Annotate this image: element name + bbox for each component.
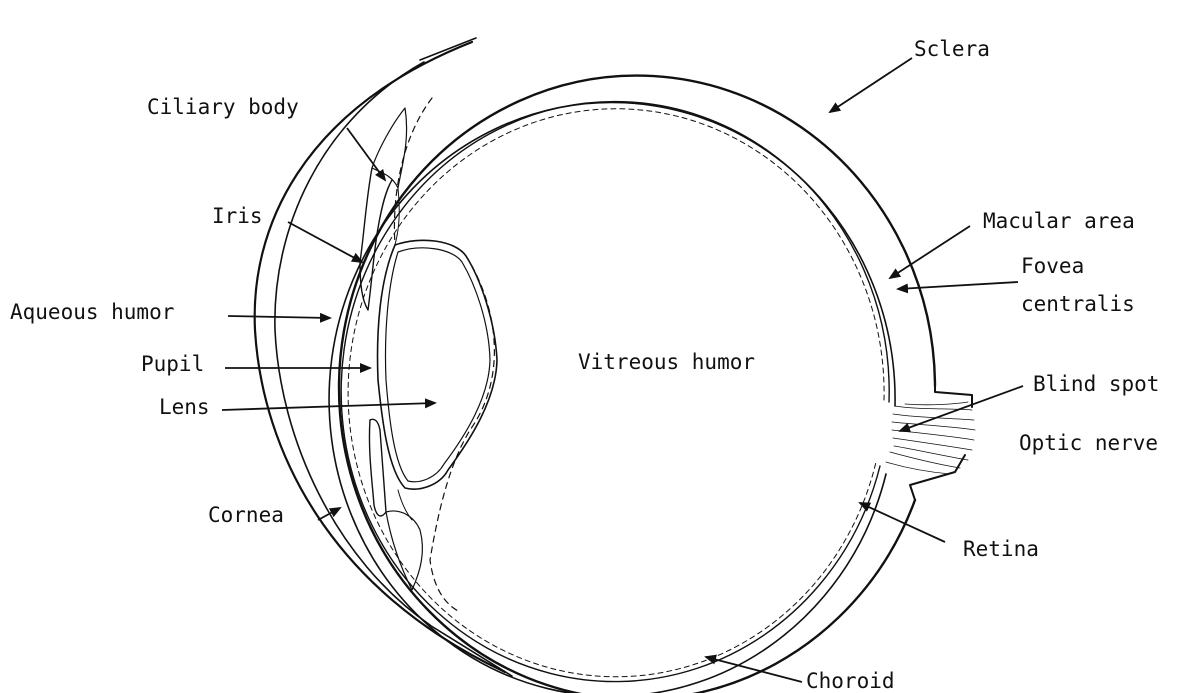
iris-lower (369, 419, 386, 516)
label-fovea: Fovea (1021, 254, 1084, 278)
label-retina: Retina (963, 537, 1039, 561)
label-aqueous-humor: Aqueous humor (10, 300, 174, 324)
retina-pointer (860, 503, 945, 542)
ciliary-body-upper (372, 108, 407, 188)
choroid-pointer (706, 657, 802, 682)
label-cornea: Cornea (208, 503, 284, 527)
lens-accommodation-dashed (394, 98, 494, 612)
label-pupil: Pupil (141, 352, 204, 376)
label-ciliary-body: Ciliary body (147, 95, 299, 119)
label-optic-nerve: Optic nerve (1019, 431, 1158, 455)
label-iris: Iris (212, 204, 263, 228)
label-centralis: centralis (1021, 292, 1135, 316)
lens-outline-inner (386, 248, 491, 482)
fovea-centralis-pointer (898, 282, 1018, 289)
label-macular-area: Macular area (983, 209, 1135, 233)
ciliary-body-pointer (347, 128, 385, 180)
optic-nerve-fibers (886, 402, 975, 474)
macular-area-pointer (890, 226, 970, 278)
label-blind-spot: Blind spot (1033, 372, 1159, 396)
choroid-outline (329, 102, 895, 693)
sclera-pointer (830, 58, 912, 112)
optic-nerve-bottom (910, 455, 965, 500)
label-lens: Lens (159, 395, 210, 419)
cornea-pointer (318, 508, 340, 520)
ciliary-body-lower (386, 511, 422, 590)
iris-upper (360, 168, 392, 310)
aqueous-humor-pointer (228, 316, 330, 318)
label-choroid: Choroid (806, 669, 895, 693)
cornea-outline (255, 42, 505, 672)
sclera-outline (339, 76, 935, 693)
retina-outline (341, 102, 889, 682)
iris-pointer (288, 222, 362, 262)
retina-inner-lining (348, 109, 884, 677)
label-sclera: Sclera (914, 37, 990, 61)
label-vitreous-humor: Vitreous humor (578, 350, 755, 374)
cornea-edge-top (420, 38, 476, 60)
labels: Sclera Ciliary body Iris Aqueous humor P… (10, 37, 1159, 693)
cornea-edge-bottom (428, 624, 512, 676)
zonule-lower (398, 490, 412, 520)
